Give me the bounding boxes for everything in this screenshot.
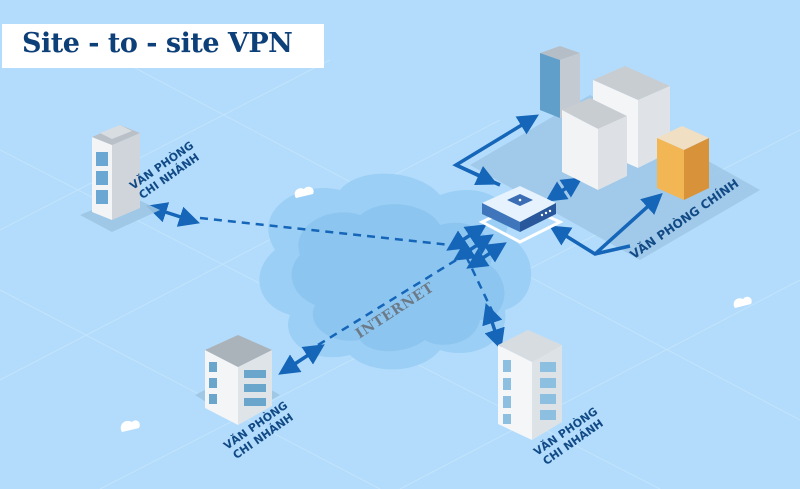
branch-building-2 [195,335,280,425]
small-cloud-icon [120,420,140,432]
main-office-buildings [540,46,709,200]
small-cloud-icon [733,296,752,308]
title-banner [2,24,324,68]
branch-building-1 [80,125,160,232]
internet-cloud [259,173,532,370]
page-title: Site - to - site VPN [22,28,293,59]
vpn-tunnels [199,216,496,347]
vpn-gateway-icon [478,186,564,244]
small-cloud-icon [294,186,314,198]
lan-arrows [452,114,663,256]
connection-arrows [146,177,583,375]
branch-building-3 [498,330,562,440]
